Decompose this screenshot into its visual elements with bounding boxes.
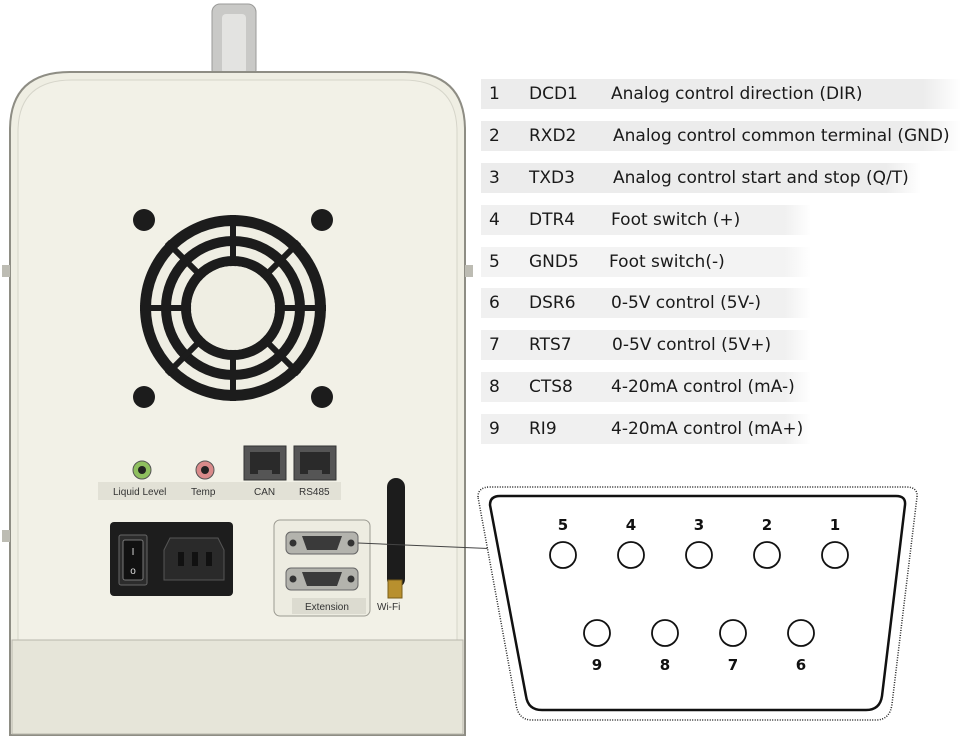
- pin-row-4: 4 DTR4 Foot switch (+): [481, 205, 811, 235]
- pin-signal: DSR6: [529, 293, 576, 313]
- pin-row-3: 3 TXD3 Analog control start and stop (Q/T): [481, 163, 921, 193]
- pin-number: 4: [489, 210, 500, 230]
- liquid-level-label: Liquid Level: [113, 487, 166, 498]
- liquid-level-jack[interactable]: [132, 460, 152, 480]
- pin-number: 6: [489, 293, 500, 313]
- wifi-antenna: [387, 478, 405, 599]
- pin-number: 7: [489, 335, 500, 355]
- pin-number: 8: [489, 377, 500, 397]
- rs485-label: RS485: [299, 487, 330, 498]
- connector-pin-label: 9: [592, 656, 602, 674]
- pin-number: 1: [489, 84, 500, 104]
- pin-signal: RXD2: [529, 126, 577, 146]
- connector-pin-5: [549, 541, 577, 569]
- connector-pin-label: 1: [830, 516, 840, 534]
- pin-row-5: 5 GND5 Foot switch(-): [481, 247, 811, 277]
- pin-signal: DTR4: [529, 210, 576, 230]
- connector-pin-label: 3: [694, 516, 704, 534]
- pin-row-8: 8 CTS8 4-20mA control (mA-): [481, 372, 811, 402]
- switch-off-mark: o: [130, 566, 136, 577]
- pin-signal: GND5: [529, 252, 579, 272]
- extension-label: Extension: [305, 602, 349, 613]
- db9-connector-diagram: 5 4 3 2 1 9 8 7 6: [477, 486, 918, 721]
- pin-description: 4-20mA control (mA+): [611, 419, 804, 439]
- temp-label: Temp: [191, 487, 216, 498]
- pin-number: 5: [489, 252, 500, 272]
- rs485-port[interactable]: [293, 445, 337, 481]
- pin-row-1: 1 DCD1 Analog control direction (DIR): [481, 79, 961, 109]
- connector-pin-6: [787, 619, 815, 647]
- pin-signal: TXD3: [529, 168, 575, 188]
- power-switch[interactable]: [122, 539, 144, 581]
- connector-pin-4: [617, 541, 645, 569]
- port-label-strip: [98, 482, 341, 500]
- pin-signal: RTS7: [529, 335, 572, 355]
- pin-number: 9: [489, 419, 500, 439]
- pin-row-9: 9 RI9 4-20mA control (mA+): [481, 414, 811, 444]
- connector-pin-9: [583, 619, 611, 647]
- wifi-label: Wi-Fi: [377, 602, 400, 613]
- connector-pin-label: 2: [762, 516, 772, 534]
- cooling-fan: [133, 209, 333, 408]
- connector-pin-label: 5: [558, 516, 568, 534]
- pin-description: 4-20mA control (mA-): [611, 377, 795, 397]
- pin-signal: DCD1: [529, 84, 578, 104]
- connector-pin-3: [685, 541, 713, 569]
- connector-pin-label: 6: [796, 656, 806, 674]
- pin-row-6: 6 DSR6 0-5V control (5V-): [481, 288, 811, 318]
- can-port[interactable]: [243, 445, 287, 481]
- pin-row-7: 7 RTS7 0-5V control (5V+): [481, 330, 811, 360]
- connector-pin-2: [753, 541, 781, 569]
- pin-description: 0-5V control (5V-): [611, 293, 761, 313]
- power-inlet-module: I o: [110, 522, 233, 596]
- extension-db9-port-upper[interactable]: [285, 531, 359, 555]
- pin-description: Analog control direction (DIR): [611, 84, 863, 104]
- connector-pin-label: 8: [660, 656, 670, 674]
- temp-jack[interactable]: [195, 460, 215, 480]
- leader-line: [357, 542, 501, 550]
- connector-pin-label: 7: [728, 656, 738, 674]
- pin-description: 0-5V control (5V+): [612, 335, 772, 355]
- connector-pin-8: [651, 619, 679, 647]
- pin-signal: CTS8: [529, 377, 573, 397]
- pin-number: 3: [489, 168, 500, 188]
- can-label: CAN: [254, 487, 275, 498]
- pin-description: Foot switch (+): [611, 210, 741, 230]
- connector-pin-7: [719, 619, 747, 647]
- pin-description: Analog control common terminal (GND): [613, 126, 950, 146]
- extension-db9-port-lower[interactable]: [285, 567, 359, 591]
- pin-description: Foot switch(-): [609, 252, 725, 272]
- connector-pin-1: [821, 541, 849, 569]
- pin-description: Analog control start and stop (Q/T): [613, 168, 909, 188]
- connector-pin-label: 4: [626, 516, 636, 534]
- pin-row-2: 2 RXD2 Analog control common terminal (GND…: [481, 121, 961, 151]
- base-panel: [11, 639, 464, 735]
- pin-number: 2: [489, 126, 500, 146]
- switch-on-mark: I: [132, 547, 135, 558]
- pin-signal: RI9: [529, 419, 557, 439]
